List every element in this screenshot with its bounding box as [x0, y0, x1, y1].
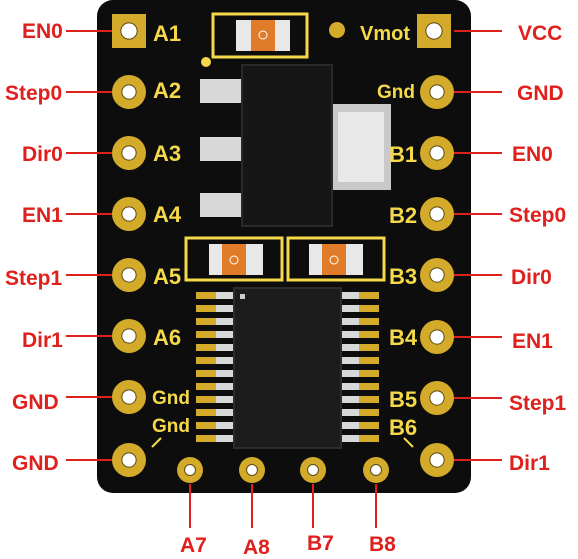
callout-right-1: VCC: [518, 22, 563, 45]
callout-right-5: Dir0: [511, 266, 552, 289]
silk-label-gnd-right: Gnd: [377, 82, 415, 103]
callout-right-4: Step0: [509, 204, 567, 227]
silk-label-a5: A5: [153, 264, 182, 289]
callout-bottom-3: B7: [307, 532, 334, 555]
ic-lead-right-1: [341, 292, 379, 299]
ic-lead-right-4: [341, 331, 379, 338]
callout-left-7: GND: [12, 391, 59, 414]
silk-label-a3: A3: [153, 141, 182, 166]
via-vmot: [329, 22, 345, 38]
silk-label-gnd-left: Gnd: [152, 388, 190, 409]
driver-ic: [233, 287, 342, 449]
ic-lead-left-12: [196, 435, 234, 442]
callout-bottom-4: B8: [369, 533, 396, 556]
ic-lead-right-8: [341, 383, 379, 390]
callout-bottom-1: A7: [180, 534, 207, 557]
ic-lead-left-2: [196, 305, 234, 312]
regulator-pin-3: [200, 193, 242, 217]
ic-lead-left-11: [196, 422, 234, 429]
callout-left-1: EN0: [22, 20, 63, 43]
resistor-r1-body: [251, 20, 275, 51]
ic-lead-left-4: [196, 331, 234, 338]
silk-label-b5: B5: [389, 387, 418, 412]
voltage-regulator: [241, 64, 333, 227]
ic-lead-left-7: [196, 370, 234, 377]
ic-lead-left-10: [196, 409, 234, 416]
silk-label-b1: B1: [389, 142, 418, 167]
regulator-pin-1: [200, 79, 242, 103]
silk-label-b4: B4: [389, 325, 418, 350]
ic-lead-left-6: [196, 357, 234, 364]
callout-right-6: EN1: [512, 330, 553, 353]
resistor-r2-outline: [184, 236, 284, 282]
regulator-pin-2: [200, 137, 242, 161]
ic-lead-right-2: [341, 305, 379, 312]
silk-label-a4: A4: [153, 202, 182, 227]
callout-left-8: GND: [12, 452, 59, 475]
ic-pin1-dot: [240, 294, 245, 299]
silk-label-b6: B6: [389, 415, 418, 440]
ic-lead-left-5: [196, 344, 234, 351]
callout-right-2: GND: [517, 82, 564, 105]
callout-left-5: Step1: [5, 267, 63, 290]
ic-lead-left-3: [196, 318, 234, 325]
ic-lead-right-3: [341, 318, 379, 325]
ic-lead-left-9: [196, 396, 234, 403]
silk-label-a2: A2: [153, 78, 182, 103]
silk-label-gnd-left-angled: Gnd: [152, 416, 190, 437]
ic-lead-right-6: [341, 357, 379, 364]
callout-left-4: EN1: [22, 204, 63, 227]
callout-bottom-2: A8: [243, 536, 270, 559]
silk-label-b3: B3: [389, 264, 418, 289]
ic-lead-left-1: [196, 292, 234, 299]
callout-left-2: Step0: [5, 82, 63, 105]
resistor-r1-outline: [211, 12, 309, 59]
callout-left-3: Dir0: [22, 143, 63, 166]
resistor-r3-outline: [286, 236, 386, 282]
ic-lead-left-8: [196, 383, 234, 390]
callout-left-6: Dir1: [22, 329, 63, 352]
ic-lead-right-10: [341, 409, 379, 416]
ic-lead-right-9: [341, 396, 379, 403]
ic-lead-right-11: [341, 422, 379, 429]
silk-label-vmot: Vmot: [360, 23, 410, 45]
callout-right-8: Dir1: [509, 452, 550, 475]
silk-label-a1: A1: [153, 21, 182, 46]
ic-lead-right-5: [341, 344, 379, 351]
pin1-marker-dot: [201, 57, 211, 67]
ic-lead-right-12: [341, 435, 379, 442]
silk-label-a6: A6: [153, 325, 182, 350]
ic-lead-right-7: [341, 370, 379, 377]
callout-right-7: Step1: [509, 392, 567, 415]
silk-label-b2: B2: [389, 203, 418, 228]
callout-right-3: EN0: [512, 143, 553, 166]
